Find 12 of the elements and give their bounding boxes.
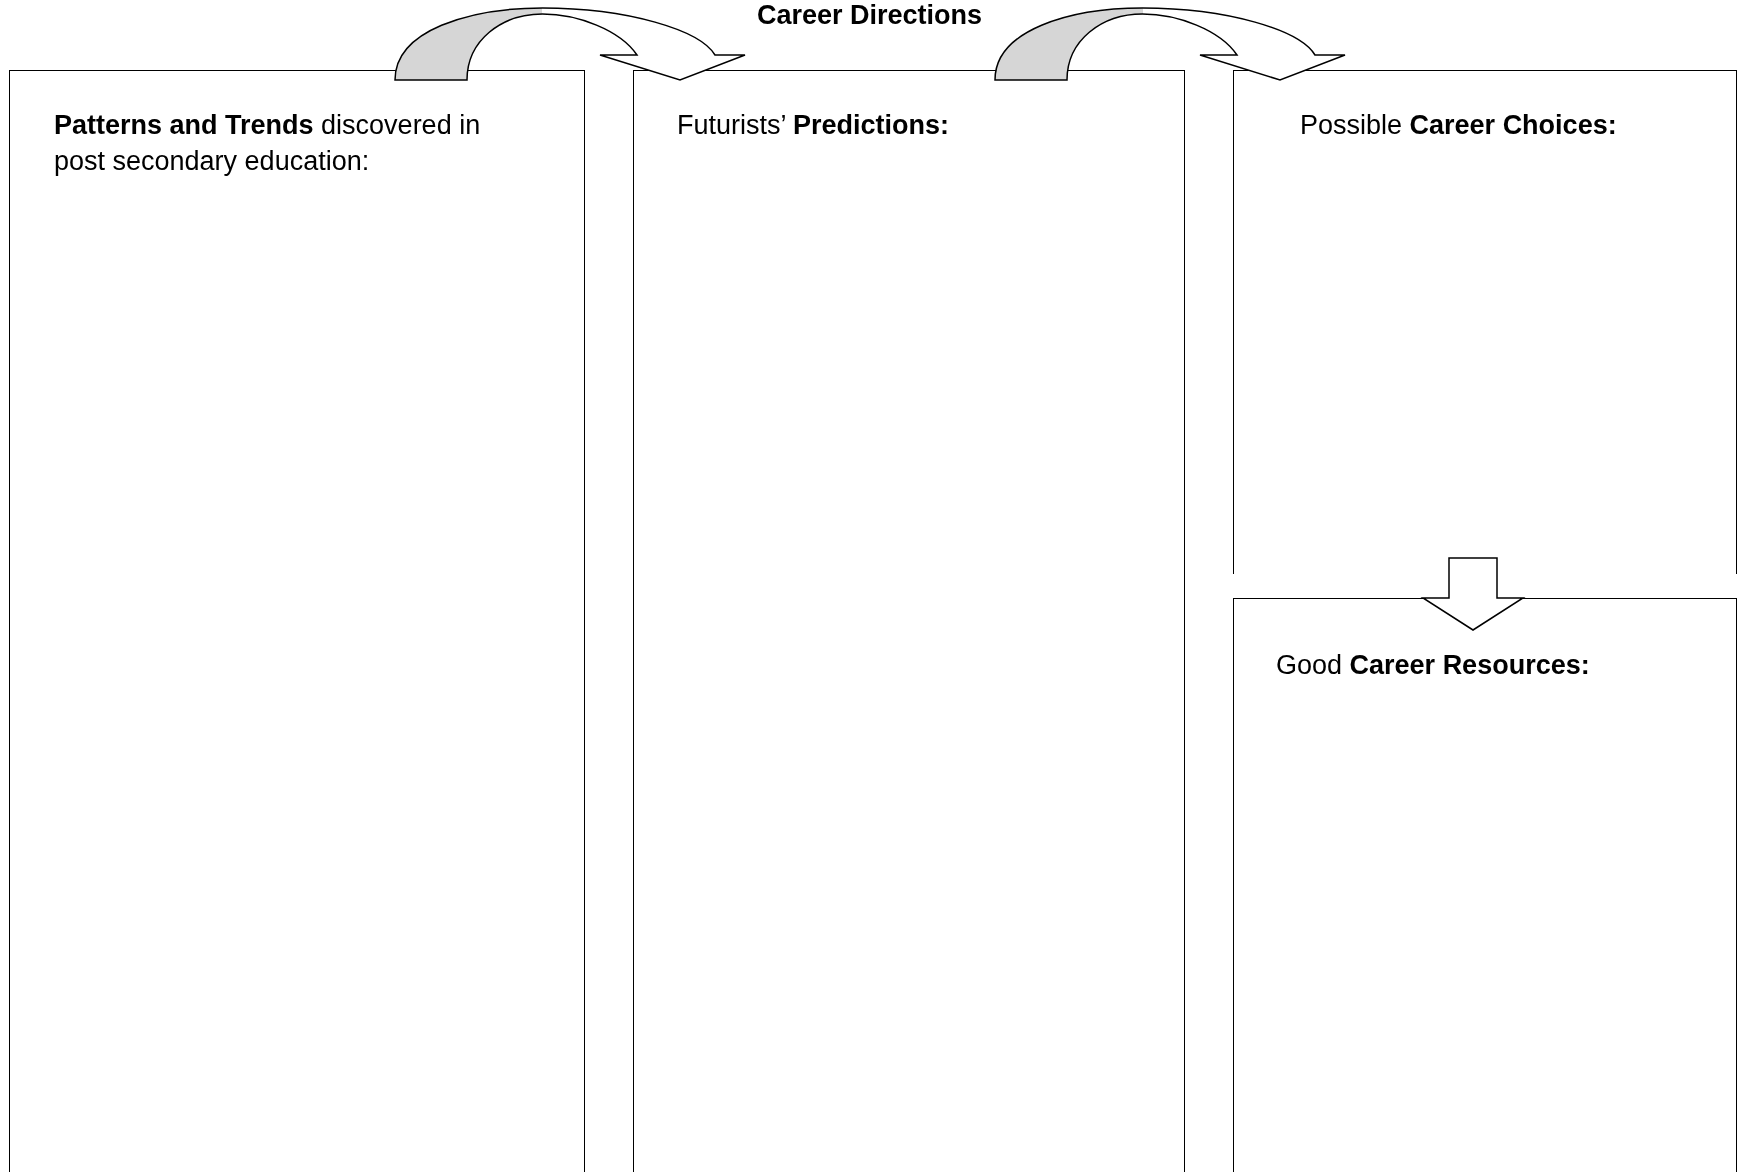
panel-heading: Good Career Resources: <box>1276 649 1591 682</box>
diagram-title: Career Directions <box>755 0 984 30</box>
block-arrow <box>394 7 746 81</box>
panel-heading: Possible Career Choices: <box>1300 109 1618 142</box>
block-arrow <box>1420 557 1526 631</box>
panel-box <box>1233 70 1737 574</box>
panel-box <box>633 70 1185 1172</box>
panel-box <box>1233 598 1737 1172</box>
panel-heading: Futurists’ Predictions: <box>677 109 951 142</box>
block-arrow <box>994 7 1346 81</box>
panel-box <box>9 70 585 1172</box>
panel-heading: Patterns and Trends discovered in post secondary education: <box>54 109 482 178</box>
